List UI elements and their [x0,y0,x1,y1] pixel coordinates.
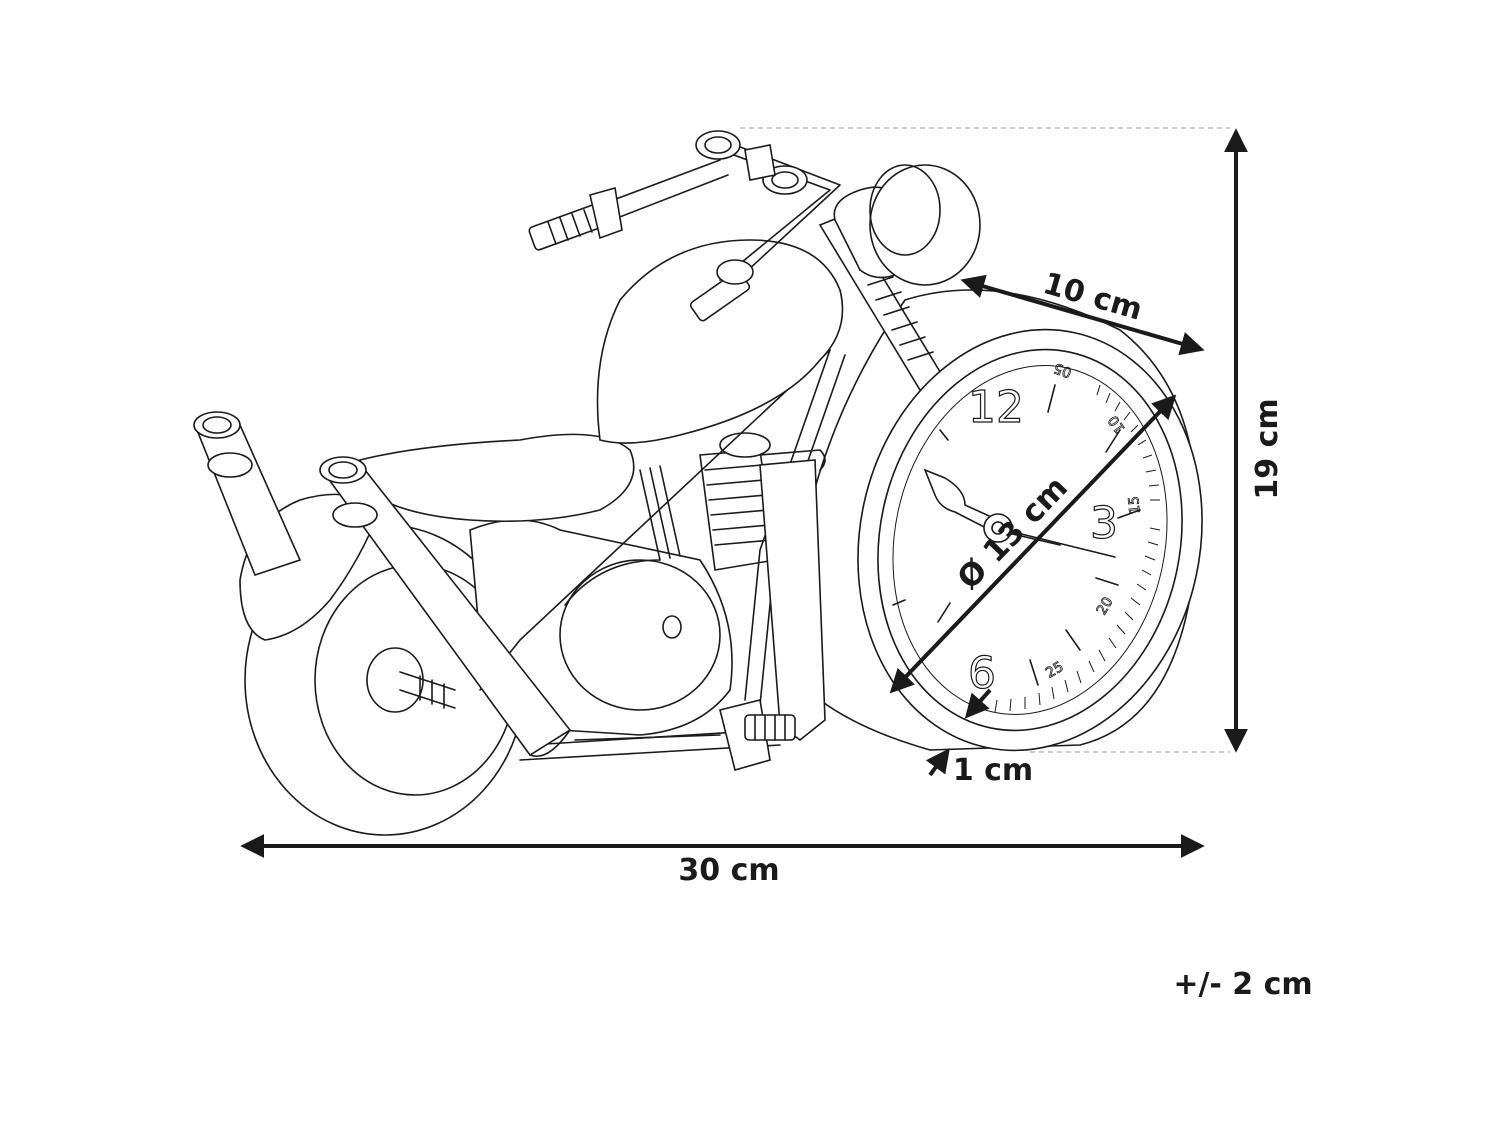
fuel-tank [596,239,844,444]
footpeg [719,699,796,771]
headlight [833,164,981,286]
engine-cylinder [639,432,776,571]
bezel-arrow-outer [925,748,950,777]
exhaust-pipes [193,411,572,757]
seat [359,433,635,523]
height-label: 19 cm [1250,398,1285,499]
handlebars [528,130,841,322]
ring-number-15: 15 [1126,495,1143,514]
diameter-dimension-line [889,394,1177,694]
dimension-lines [240,127,1248,858]
bezel-label: 1 cm [953,753,1033,788]
tolerance-label: +/- 2 cm [1173,967,1312,1002]
engine [469,519,733,736]
ring-number-05: 05 [1052,359,1074,380]
depth-dimension-line [960,274,1205,356]
dial-numeral-6: 6 [968,648,996,699]
frame [479,349,846,761]
dial-numeral-3: 3 [1090,498,1118,549]
dial-numeral-12: 12 [968,382,1024,433]
bezel-arrow-inner [964,688,992,719]
width-label: 30 cm [678,853,779,888]
